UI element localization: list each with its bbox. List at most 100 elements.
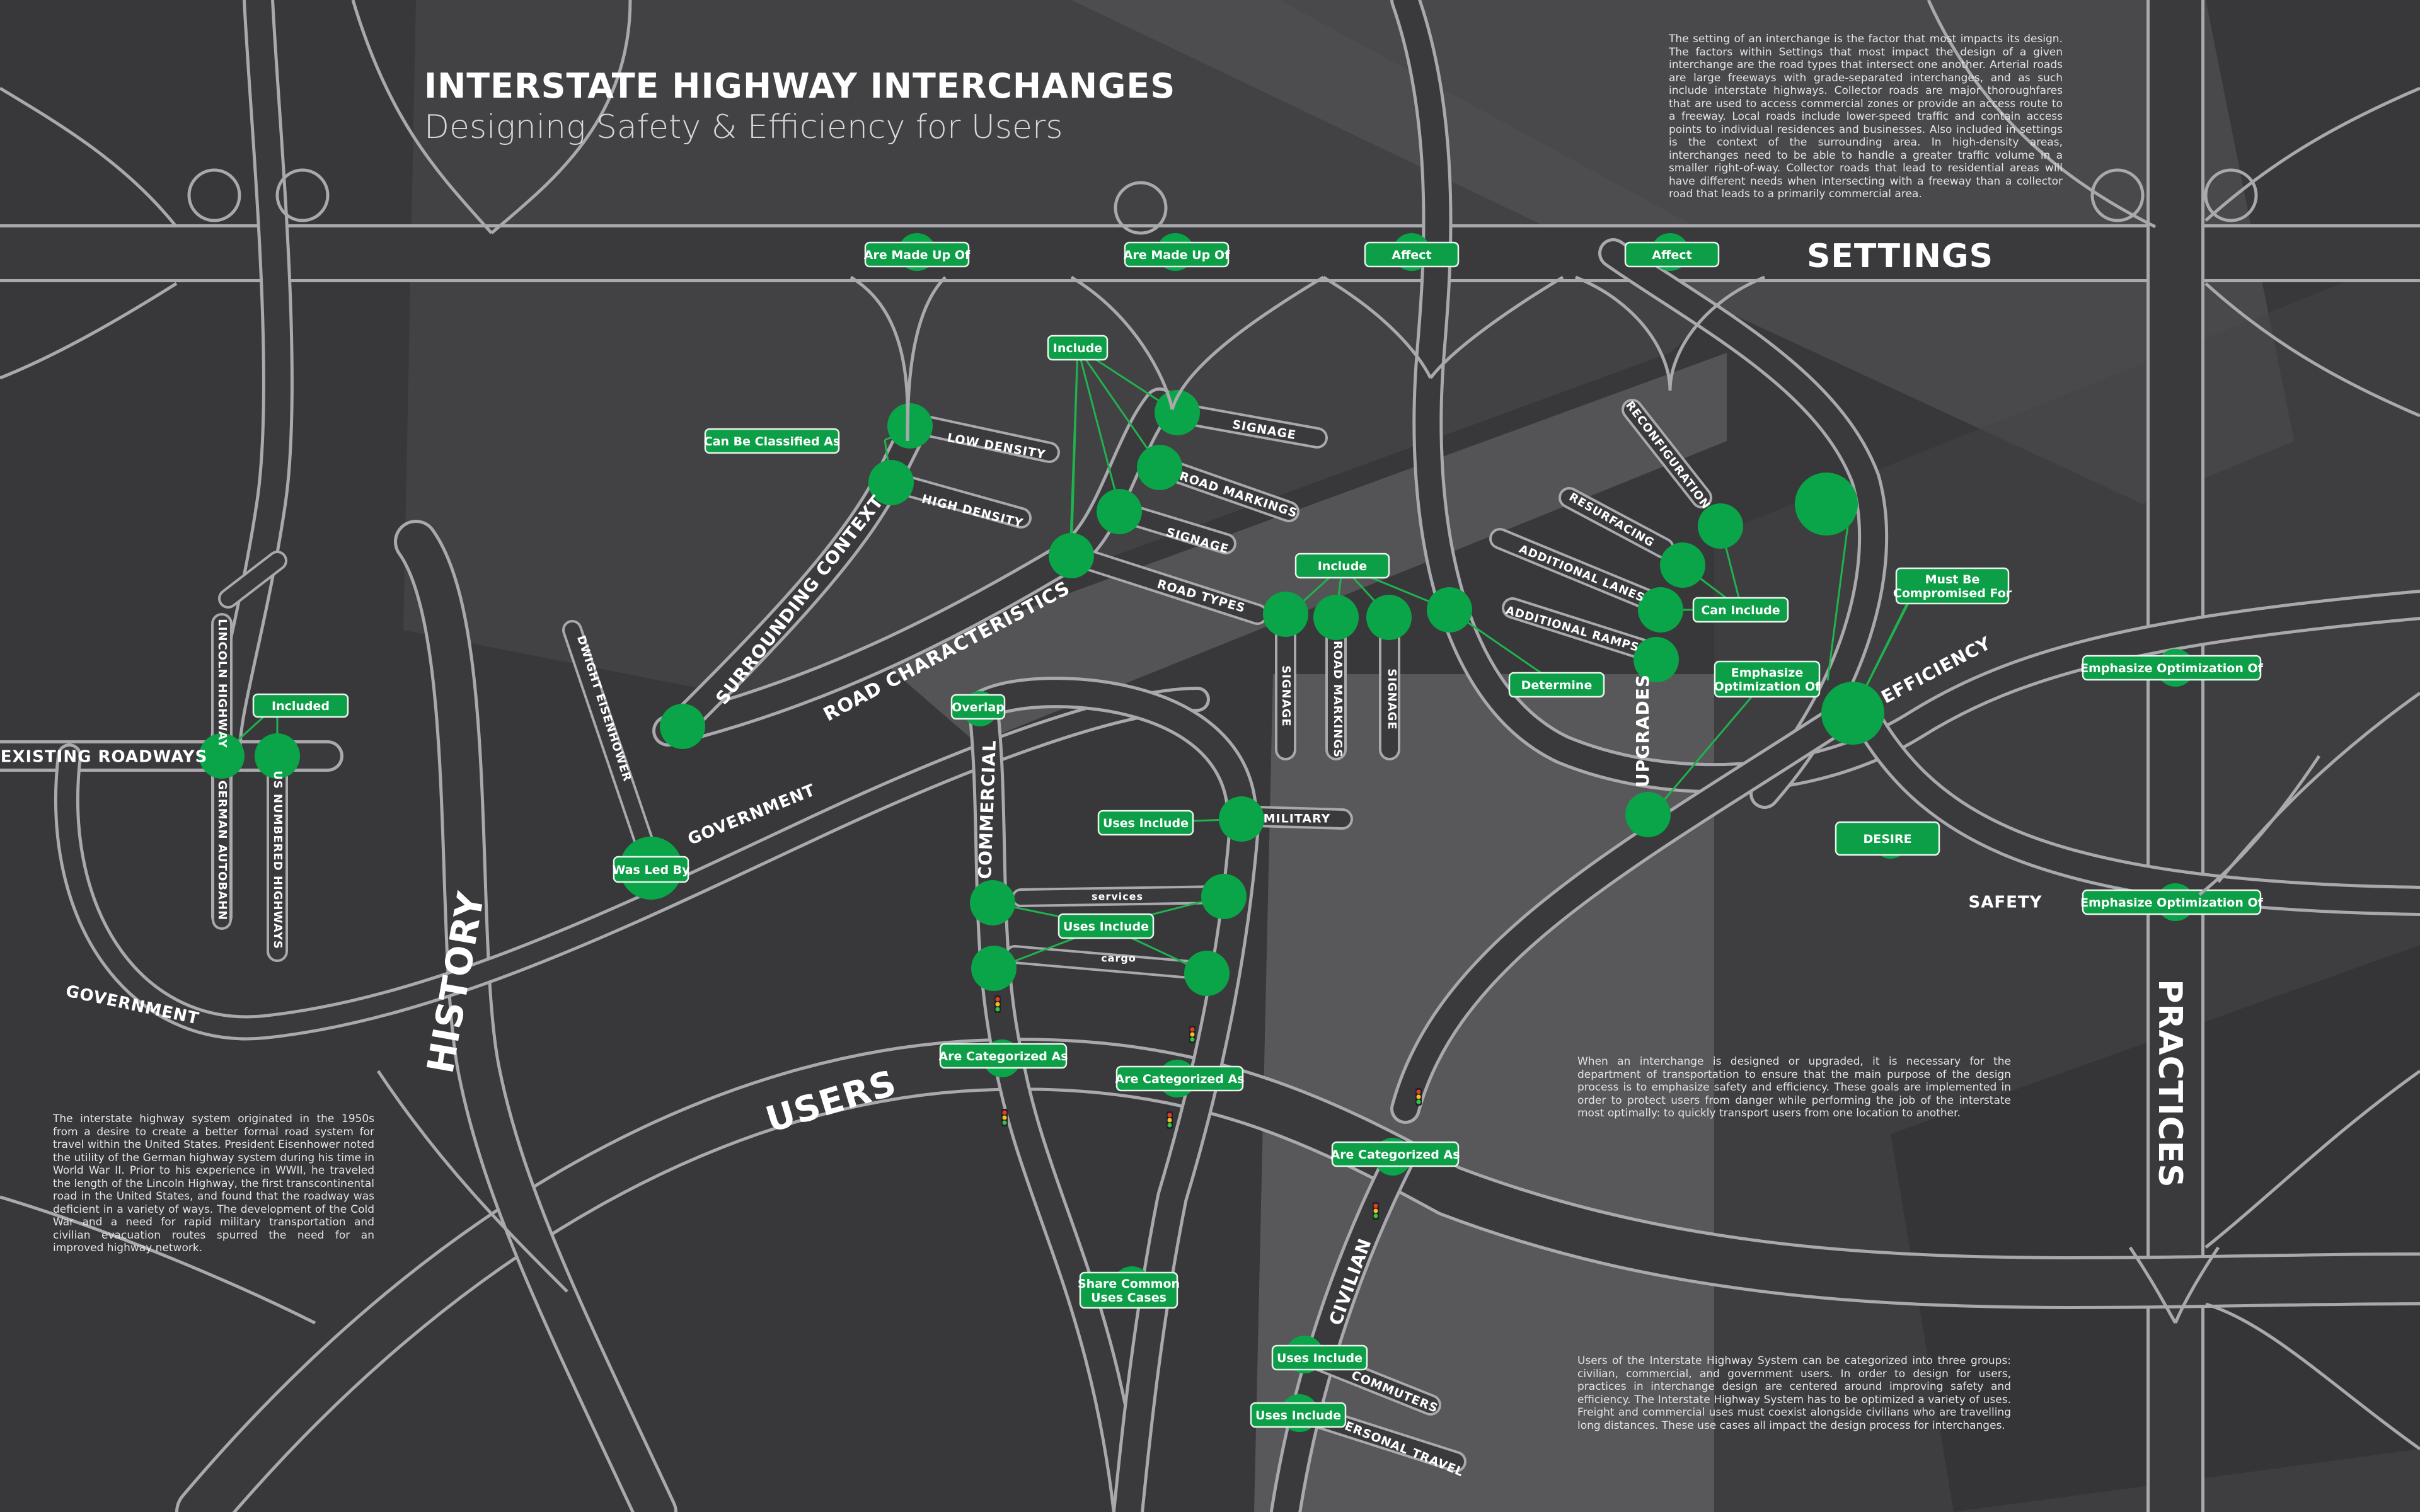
branch-lincoln-top — [221, 553, 285, 606]
node-road-markings-v — [1313, 595, 1359, 640]
label-services: services — [1092, 891, 1143, 903]
node-low-density — [887, 403, 933, 449]
node-high-density — [868, 460, 914, 505]
pill-must-be-compromised-for-text: Must Be — [1925, 573, 1980, 587]
label-history: HISTORY — [418, 888, 493, 1077]
label-practices: PRACTICES — [2151, 979, 2189, 1188]
connector-line — [1076, 347, 1161, 467]
node-signage-top — [1155, 390, 1200, 435]
pill-overlap-text: Overlap — [952, 701, 1005, 714]
node-efficiency — [1821, 682, 1884, 745]
branch-additional-ramps — [1504, 600, 1659, 660]
pill-can-include: Can Include — [1692, 597, 1789, 623]
pill-can-be-classified-as-text: Can Be Classified As — [704, 435, 841, 449]
branch-resurfacing — [1561, 490, 1672, 556]
traffic-light-icon — [1189, 1026, 1196, 1043]
node-reconfiguration — [1698, 503, 1743, 549]
pill-determine-text: Determine — [1521, 679, 1593, 692]
pill-are-categorized-as-1-text: Are Categorized As — [938, 1050, 1068, 1063]
label-commercial: COMMERCIAL — [974, 740, 1000, 879]
pill-affect-2-text: Affect — [1652, 248, 1691, 262]
node-additional-lanes — [1638, 587, 1683, 633]
practices-paragraph: When an interchange is designed or upgra… — [1577, 1055, 2011, 1120]
label-upgrades: UPGRADES — [1632, 674, 1653, 788]
label-road-characteristics: ROAD CHARACTERISTICS — [820, 577, 1074, 726]
pill-uses-include-commuters: Uses Include — [1271, 1344, 1368, 1371]
node-services-left — [970, 880, 1015, 925]
node-road-markings-top — [1137, 445, 1182, 490]
pill-uses-include-personal-travel: Uses Include — [1250, 1402, 1347, 1428]
node-lincoln — [199, 733, 245, 779]
branch-road-types — [1063, 546, 1265, 622]
pill-was-led-by: Was Led By — [612, 856, 690, 883]
history-paragraph: The interstate highway system originated… — [53, 1113, 374, 1254]
pill-can-include-text: Can Include — [1701, 604, 1780, 617]
label-signage-v2: SIGNAGE — [1385, 668, 1398, 730]
pill-uses-include-mid-text: Uses Include — [1063, 920, 1149, 934]
label-road-markings-v: ROAD MARKINGS — [1331, 641, 1344, 758]
pill-include-mid-text: Include — [1318, 559, 1367, 573]
pill-uses-include-military: Uses Include — [1097, 810, 1194, 836]
node-services-right — [1201, 874, 1247, 919]
pill-uses-include-commuters-text: Uses Include — [1277, 1351, 1363, 1365]
connector-line — [1647, 678, 1768, 820]
pill-affect-2: Affect — [1624, 241, 1720, 268]
node-cargo-left — [971, 946, 1017, 991]
pill-are-made-up-of-1: Are Made Up Of — [864, 241, 971, 268]
traffic-light-icon — [1373, 1202, 1379, 1220]
pill-include-mid: Include — [1294, 553, 1390, 579]
pill-emphasize-optimization-of-1-text: Emphasize Optimization Of — [2080, 662, 2264, 675]
pill-emphasize-optimization-text: Optimization Of — [1714, 680, 1821, 694]
connector-line — [1076, 347, 1122, 512]
node-signage-v2 — [1366, 595, 1412, 640]
pill-are-made-up-of-2: Are Made Up Of — [1124, 241, 1230, 268]
page-subtitle: Designing Safety & Efficiency for Users — [424, 108, 1063, 146]
pill-affect-1: Affect — [1364, 241, 1460, 268]
traffic-light-icon — [1001, 1109, 1008, 1126]
pill-are-categorized-as-2-text: Are Categorized As — [1115, 1072, 1244, 1086]
pill-include-top-text: Include — [1053, 341, 1102, 355]
settings-paragraph: The setting of an interchange is the fac… — [1669, 33, 2063, 200]
branch-reconfiguration — [1624, 401, 1710, 506]
pill-emphasize-optimization-text: Emphasize — [1731, 666, 1804, 680]
node-additional-ramps — [1634, 637, 1679, 682]
pill-can-be-classified-as: Can Be Classified As — [704, 428, 841, 454]
pill-included-text: Included — [272, 699, 330, 713]
pill-must-be-compromised-for-text: Compromised For — [1893, 587, 2012, 600]
pill-are-made-up-of-2-text: Are Made Up Of — [1124, 248, 1230, 262]
node-determine — [1427, 587, 1472, 633]
traffic-light-icon — [1415, 1088, 1422, 1106]
pill-desire-text: DESIRE — [1863, 832, 1911, 846]
pill-affect-1-text: Affect — [1392, 248, 1431, 262]
label-cargo: cargo — [1101, 953, 1136, 965]
pill-are-categorized-as-1: Are Categorized As — [938, 1043, 1068, 1069]
pill-determine: Determine — [1508, 672, 1605, 698]
label-existing-roadways: EXISTING ROADWAYS — [1, 748, 208, 767]
label-settings: SETTINGS — [1807, 238, 1993, 275]
label-government-lower: GOVERNMENT — [64, 982, 201, 1028]
pill-emphasize-optimization-of-2: Emphasize Optimization Of — [2080, 889, 2264, 915]
pill-are-made-up-of-1-text: Are Made Up Of — [864, 248, 971, 262]
label-safety: SAFETY — [1969, 893, 2043, 912]
pill-include-top: Include — [1047, 335, 1109, 361]
label-government-upper: GOVERNMENT — [685, 781, 818, 849]
branch-signage-top — [1169, 404, 1325, 446]
pill-included: Included — [252, 693, 349, 718]
label-efficiency: EFFICIENCY — [1878, 633, 1995, 707]
node-resurfacing — [1660, 542, 1705, 588]
branch-high-density — [887, 474, 1029, 526]
connector-line — [1826, 501, 1852, 681]
pill-emphasize-optimization-of-1: Emphasize Optimization Of — [2080, 655, 2264, 681]
branch-services — [1014, 888, 1226, 905]
pill-was-led-by-text: Was Led By — [612, 863, 690, 877]
branch-additional-lanes — [1492, 530, 1653, 607]
label-users: USERS — [761, 1063, 901, 1141]
pill-share-common-uses-cases-text: Share Common — [1078, 1277, 1180, 1291]
node-signage-v1 — [1263, 592, 1308, 637]
label-military: MILITARY — [1264, 812, 1331, 826]
label-lincoln-highway: LINCOLN HIGHWAY — [216, 619, 229, 748]
pill-are-categorized-as-2: Are Categorized As — [1115, 1065, 1245, 1092]
